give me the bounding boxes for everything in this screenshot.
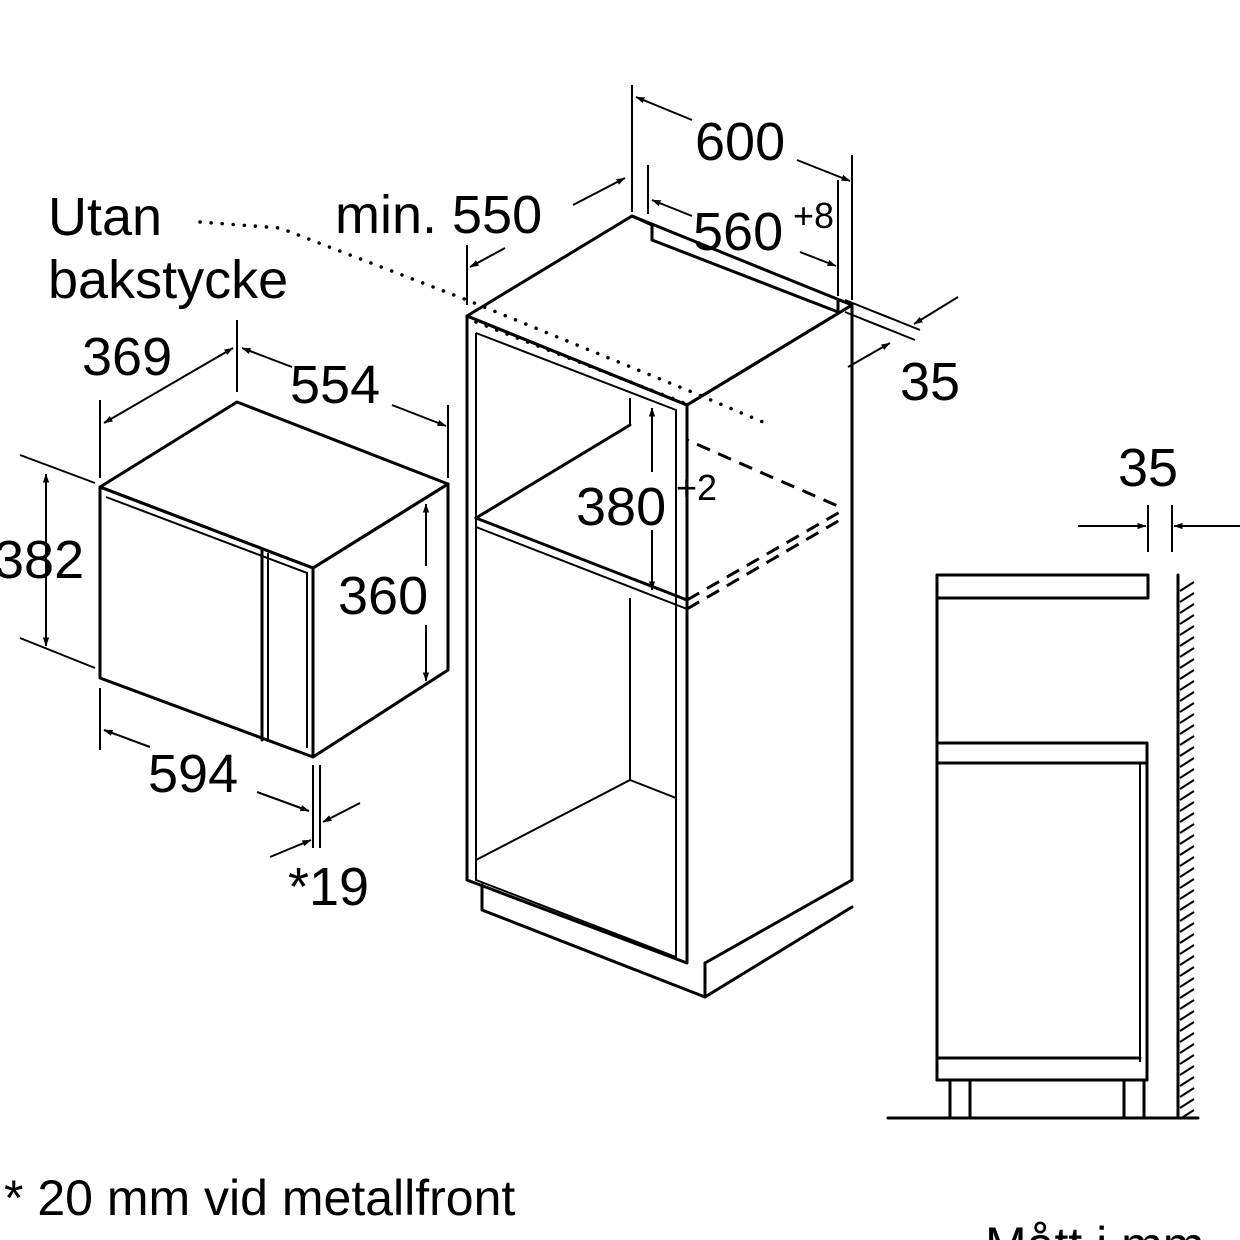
label-560: 560 — [693, 202, 783, 262]
microwave-top — [98, 400, 450, 570]
footnote-metal-front: * 20 mm vid metallfront — [4, 1170, 515, 1226]
label-369: 369 — [82, 327, 172, 387]
label-594: 594 — [148, 744, 238, 804]
label-560-tolerance: +8 — [793, 195, 834, 236]
label-382: 382 — [0, 530, 84, 590]
label-35-side: 35 — [1118, 438, 1178, 498]
cabinet-drawing — [198, 85, 959, 999]
label-35-top: 35 — [900, 352, 960, 412]
label-bakstycke: bakstycke — [48, 250, 288, 310]
label-min-550: min. 550 — [335, 185, 542, 245]
label-360: 360 — [338, 566, 428, 626]
label-380-tolerance: +2 — [676, 467, 717, 508]
wall-hatching — [1179, 581, 1195, 1120]
label-554: 554 — [290, 355, 380, 415]
label-380: 380 — [576, 477, 666, 537]
label-600: 600 — [695, 112, 785, 172]
microwave-drawing — [19, 320, 450, 858]
cabinet-front-outline — [465, 314, 689, 965]
microwave-side — [311, 482, 450, 759]
units-note: Mått i mm — [985, 1217, 1204, 1240]
side-view-drawing — [886, 505, 1240, 1120]
microwave-front — [98, 485, 315, 759]
label-19: *19 — [288, 857, 369, 917]
label-utan: Utan — [48, 187, 162, 247]
